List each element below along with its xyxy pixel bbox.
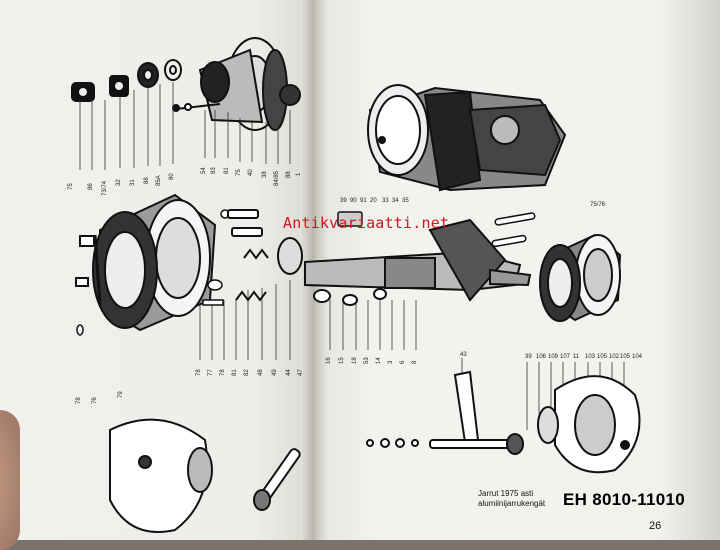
svg-text:103: 103 xyxy=(585,354,596,360)
svg-text:39: 39 xyxy=(340,198,347,204)
caption-line-1: Jarrut 1975 asti xyxy=(478,489,534,498)
svg-text:85A: 85A xyxy=(156,175,162,186)
svg-text:39: 39 xyxy=(525,354,532,360)
svg-text:18: 18 xyxy=(352,357,358,364)
svg-text:43: 43 xyxy=(460,352,467,358)
svg-text:81: 81 xyxy=(224,167,230,174)
svg-text:48: 48 xyxy=(258,369,264,376)
svg-text:104: 104 xyxy=(632,354,643,360)
bolts-top xyxy=(172,103,221,112)
camshaft-left xyxy=(253,448,301,511)
svg-text:1: 1 xyxy=(296,172,302,176)
svg-text:73/74: 73/74 xyxy=(102,180,108,196)
svg-text:102: 102 xyxy=(609,354,620,360)
svg-text:33: 33 xyxy=(382,198,389,204)
svg-text:75: 75 xyxy=(236,169,242,176)
svg-text:105: 105 xyxy=(620,354,631,360)
svg-text:76: 76 xyxy=(92,397,98,404)
brake-assembly-top-right xyxy=(367,84,567,192)
svg-text:106: 106 xyxy=(536,354,547,360)
svg-text:88: 88 xyxy=(144,177,150,184)
watermark-text: Antikvariaatti.net xyxy=(283,214,450,232)
svg-text:6: 6 xyxy=(400,360,406,364)
svg-text:32: 32 xyxy=(116,179,122,186)
svg-text:34: 34 xyxy=(392,198,399,204)
svg-text:83: 83 xyxy=(211,167,217,174)
svg-text:78: 78 xyxy=(196,369,202,376)
svg-text:14: 14 xyxy=(376,357,382,364)
axle-beam xyxy=(277,218,532,306)
page-number: 26 xyxy=(649,520,662,532)
holding-finger xyxy=(0,410,20,550)
svg-text:75: 75 xyxy=(68,183,74,190)
svg-text:3: 3 xyxy=(388,360,394,364)
svg-text:49: 49 xyxy=(272,369,278,376)
brake-drum-left xyxy=(75,193,217,332)
model-code: EH 8010-11010 xyxy=(563,490,686,509)
svg-text:86: 86 xyxy=(88,183,94,190)
svg-text:38: 38 xyxy=(262,171,268,178)
svg-text:81: 81 xyxy=(232,369,238,376)
svg-text:44: 44 xyxy=(286,369,292,376)
svg-text:31: 31 xyxy=(130,179,136,186)
svg-text:78: 78 xyxy=(76,397,82,404)
page-shadow xyxy=(660,0,720,540)
small-parts-top-left xyxy=(71,59,182,102)
pin-bolts-right xyxy=(337,211,536,248)
caption-line-2: alumiinijarrukengät xyxy=(478,499,546,508)
svg-text:91: 91 xyxy=(360,198,367,204)
part-number-labels: 75 86 73/74 32 31 88 85A 80 54 83 81 75 … xyxy=(68,167,643,404)
svg-text:107: 107 xyxy=(560,354,571,360)
svg-text:80: 80 xyxy=(169,173,175,180)
svg-text:88: 88 xyxy=(286,171,292,178)
svg-text:16: 16 xyxy=(326,357,332,364)
slack-adjuster xyxy=(366,370,524,455)
svg-text:90: 90 xyxy=(350,198,357,204)
svg-text:54: 54 xyxy=(201,167,207,174)
svg-text:78: 78 xyxy=(220,369,226,376)
svg-text:77: 77 xyxy=(208,369,214,376)
svg-text:40: 40 xyxy=(248,169,254,176)
brake-drum-right xyxy=(539,233,622,322)
svg-text:8: 8 xyxy=(412,360,418,364)
svg-text:82: 82 xyxy=(244,369,250,376)
svg-text:75/76: 75/76 xyxy=(590,202,606,208)
backing-plate-right xyxy=(537,375,641,474)
svg-text:109: 109 xyxy=(548,354,559,360)
svg-text:84/85: 84/85 xyxy=(274,170,280,186)
backing-plate-left xyxy=(109,418,213,533)
svg-text:15: 15 xyxy=(339,357,345,364)
svg-text:35: 35 xyxy=(402,198,409,204)
springs-mid xyxy=(227,209,269,302)
svg-text:20: 20 xyxy=(370,198,377,204)
svg-text:47: 47 xyxy=(298,369,304,376)
svg-text:105: 105 xyxy=(597,354,608,360)
svg-text:79: 79 xyxy=(118,391,124,398)
svg-text:11: 11 xyxy=(573,354,580,360)
svg-text:53: 53 xyxy=(364,357,370,364)
caption: Jarrut 1975 asti alumiinijarrukengät xyxy=(478,489,545,509)
